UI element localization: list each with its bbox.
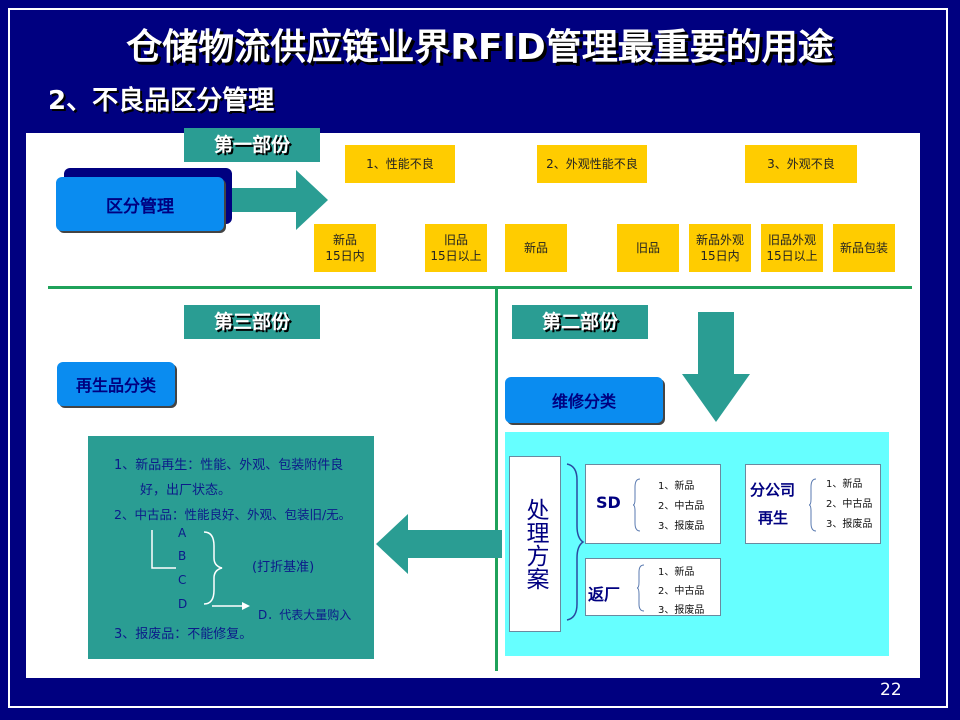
discount-criteria: (打折基准) xyxy=(252,560,315,575)
category-appearance-performance-defect: 2、外观性能不良 xyxy=(537,145,647,183)
item-old: 旧品 xyxy=(617,224,679,272)
return-list-new: 1、新品 xyxy=(658,567,695,578)
item-label: 旧品 xyxy=(443,233,468,247)
line-new-recycled-cont: 好，出厂状态。 xyxy=(140,483,232,498)
line-used: 2、中古品：性能良好、外观、包装旧/无。 xyxy=(114,507,352,522)
grade-c: C xyxy=(178,573,187,587)
item-label: 旧品 xyxy=(635,241,660,255)
sd-list-scrap: 3、报废品 xyxy=(658,521,705,532)
down-arrow-icon xyxy=(682,312,750,422)
line-new-recycled: 1、新品再生：性能、外观、包装附件良 xyxy=(114,458,344,473)
grade-b: B xyxy=(178,549,187,563)
item-sublabel: 15日内 xyxy=(700,249,740,263)
return-label: 返厂 xyxy=(588,585,621,604)
sd-brace xyxy=(632,478,641,532)
grade-d: D xyxy=(178,597,188,611)
return-list-used: 2、中古品 xyxy=(658,586,705,597)
classify-management-button[interactable]: 区分管理 xyxy=(56,177,224,231)
item-new-appearance: 新品外观 15日内 xyxy=(689,224,751,272)
part1-header: 第一部份 xyxy=(184,128,320,162)
item-old-15days: 旧品 15日以上 xyxy=(425,224,487,272)
item-sublabel: 15日以上 xyxy=(430,249,482,263)
item-label: 新品 xyxy=(332,233,357,247)
slide-subtitle: 2、不良品区分管理 xyxy=(48,86,275,116)
part3-header: 第三部份 xyxy=(184,305,320,339)
return-brace xyxy=(636,564,645,612)
item-label: 新品包装 xyxy=(839,241,888,255)
regen-label: 再生 xyxy=(758,509,789,527)
item-old-appearance: 旧品外观 15日以上 xyxy=(761,224,823,272)
branch-list-new: 1、新品 xyxy=(826,479,863,490)
slide-title: 仓储物流供应链业界RFID管理最重要的用途 xyxy=(126,27,834,68)
vertical-divider xyxy=(495,289,498,671)
page-number: 22 xyxy=(880,680,902,700)
part2-header: 第二部份 xyxy=(512,305,648,339)
branch-list-scrap: 3、报废品 xyxy=(826,519,873,530)
repair-detail-area: 处理方案 SD 1、新品 2、中古品 3、报废品 分公司 再生 1、新品 2、中… xyxy=(505,432,889,656)
horizontal-divider xyxy=(48,286,912,289)
process-bracket xyxy=(566,463,585,621)
item-new-15days: 新品 15日内 xyxy=(314,224,376,272)
slide-frame xyxy=(8,8,948,708)
branch-label: 分公司 xyxy=(750,481,796,499)
return-list-scrap: 3、报废品 xyxy=(658,605,705,616)
branch-list-used: 2、中古品 xyxy=(826,499,873,510)
branch-brace xyxy=(808,478,817,532)
sd-label: SD xyxy=(596,493,621,512)
return-factory-box: 返厂 1、新品 2、中古品 3、报废品 xyxy=(585,558,721,616)
item-sublabel: 15日以上 xyxy=(766,249,818,263)
process-plan-label: 处理方案 xyxy=(522,498,548,590)
left-arrow-icon xyxy=(376,514,502,574)
category-appearance-defect: 3、外观不良 xyxy=(745,145,857,183)
process-plan-box: 处理方案 xyxy=(509,456,561,632)
d-note: D．代表大量购入 xyxy=(258,608,352,622)
sd-list-used: 2、中古品 xyxy=(658,501,705,512)
recycled-description-box: 1、新品再生：性能、外观、包装附件良 好，出厂状态。 2、中古品：性能良好、外观… xyxy=(88,436,374,659)
line-scrap: 3、报废品：不能修复。 xyxy=(114,627,253,642)
item-new: 新品 xyxy=(505,224,567,272)
item-sublabel: 15日内 xyxy=(325,249,365,263)
grade-a: A xyxy=(178,526,187,540)
item-new-packaging: 新品包装 xyxy=(833,224,895,272)
right-arrow-icon xyxy=(232,170,328,230)
grade-bracket-lines xyxy=(151,530,250,610)
item-label: 旧品外观 xyxy=(767,233,816,247)
sd-box: SD 1、新品 2、中古品 3、报废品 xyxy=(585,464,721,544)
item-label: 新品外观 xyxy=(695,233,744,247)
category-performance-defect: 1、性能不良 xyxy=(345,145,455,183)
sd-list-new: 1、新品 xyxy=(658,481,695,492)
recycled-classification-button[interactable]: 再生品分类 xyxy=(57,362,175,406)
item-label: 新品 xyxy=(523,241,548,255)
branch-box: 分公司 再生 1、新品 2、中古品 3、报废品 xyxy=(745,464,881,544)
repair-classification-button[interactable]: 维修分类 xyxy=(505,377,663,423)
